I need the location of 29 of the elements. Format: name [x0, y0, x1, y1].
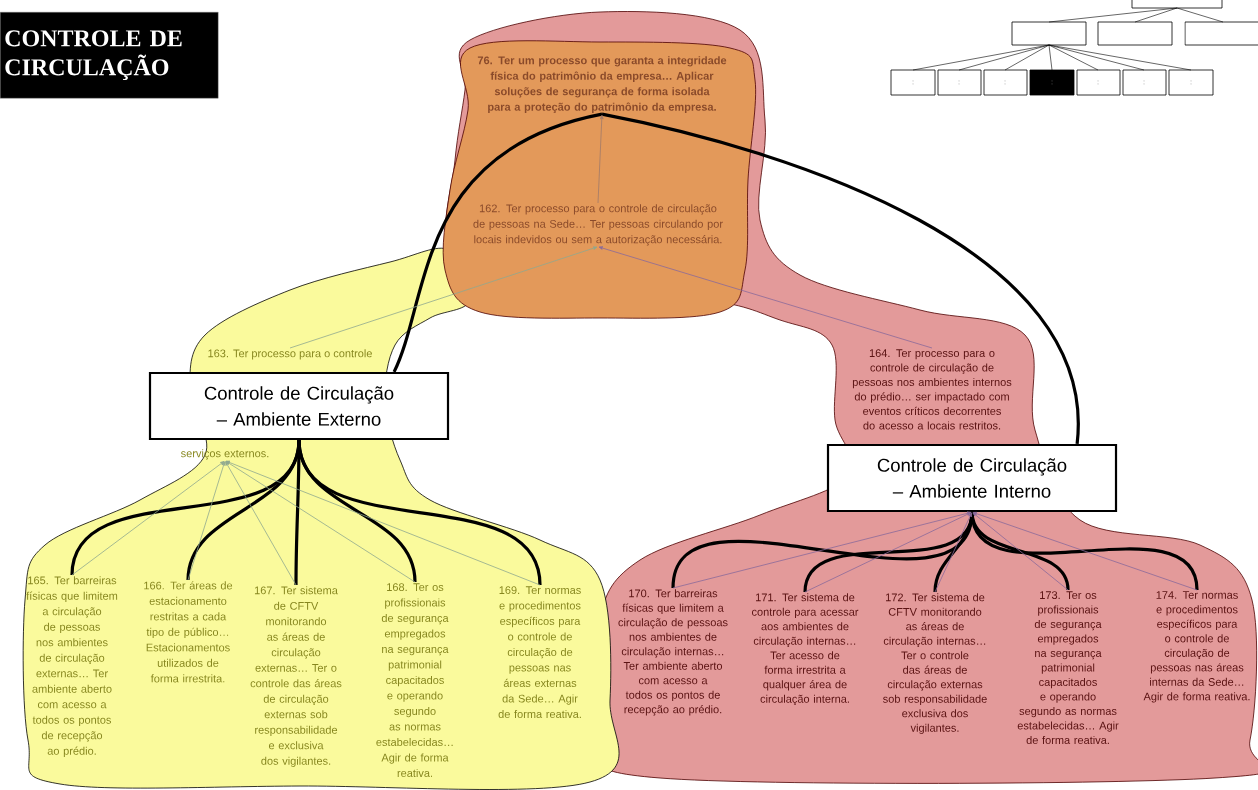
- arrow: [597, 114, 604, 204]
- node-text: 168. Ter os profissionais de segurança empregados na segurança patrimonial capacitados e operando segundo as normas estabelecidas… Agir de forma reativa.: [376, 583, 453, 777]
- arrow: [289, 246, 598, 349]
- connector-line: [601, 112, 1079, 444]
- connector-line: [297, 439, 417, 583]
- arrow: [225, 461, 297, 586]
- title-box: CONTROLE DE CIRCULAÇÃO: [0, 12, 219, 99]
- connector-line: [297, 439, 542, 586]
- node-text: 163. Ter processo para o controle: [208, 349, 372, 360]
- node-text: 166. Ter áreas de estacionamento restritas a cada tipo de público… Estacionamentos utilizados de forma irrestrita.: [144, 581, 233, 683]
- label-box: Controle de Circulação – Ambiente Interno: [826, 443, 1118, 513]
- node-text: 172. Ter sistema de CFTV monitorando as áreas de circulação internas… Ter o controle das áreas de circulação externas sob responsabilidade exclusiva dos vigilantes.: [883, 593, 987, 734]
- node-text: 162. Ter processo para o controle de circulação de pessoas na Sede… Ter pessoas circulando por locais indevidos ou sem a autorização necessária.: [473, 204, 723, 246]
- arrow: [71, 461, 225, 576]
- arrow: [598, 246, 933, 349]
- node-text: 164. Ter processo para o controle de circulação de pessoas nos ambientes internos do prédio… ser impactado com eventos críticos decorrentes do acesso a locais restritos.: [852, 349, 1012, 430]
- node-text: 170. Ter barreiras físicas que limitem a circulação de pessoas nos ambientes de circulação internas… Ter ambiente aberto com acesso a todos os pontos de recepção ao prédio.: [618, 589, 728, 716]
- node-text: 76. Ter um processo que garanta a integridade física do patrimônio da empresa… Aplicar soluções de segurança de forma isolada para a proteção do patrimônio da empresa.: [477, 56, 727, 113]
- node-text: 169. Ter normas e procedimentos específicos para o controle de circulação de pessoas nas áreas externas da Sede… Agir de forma reativa.: [498, 586, 581, 718]
- label-box: Controle de Circulação – Ambiente Externo: [148, 371, 450, 441]
- node-text: 167. Ter sistema de CFTV monitorando as áreas de circulação externas… Ter o controle das áreas de circulação externas sob responsabilidade e exclusiva dos vigilantes.: [250, 586, 342, 767]
- node-text: 171. Ter sistema de controle para acessar aos ambientes de circulação internas… Ter acesso de forma irrestrita a qualquer área de circulação interna.: [752, 593, 859, 705]
- node-text: 174. Ter normas e procedimentos específicos para o controle de circulação de pessoas nas áreas internas da Sede… Agir de forma reativa.: [1143, 591, 1250, 703]
- node-text: 173. Ter os profissionais de segurança empregados na segurança patrimonial capacitados e operando segundo as normas estabelecidas… Agir de forma reativa.: [1017, 591, 1119, 744]
- arrow: [187, 461, 226, 581]
- connector-line: [294, 440, 301, 586]
- node-text: 165. Ter barreiras físicas que limitem a circulação de pessoas nos ambientes de circulação externas… Ter ambiente aberto com acesso a todos os pontos de recepção ao prédio.: [26, 576, 118, 757]
- arrow: [225, 460, 541, 586]
- arrow: [225, 460, 416, 583]
